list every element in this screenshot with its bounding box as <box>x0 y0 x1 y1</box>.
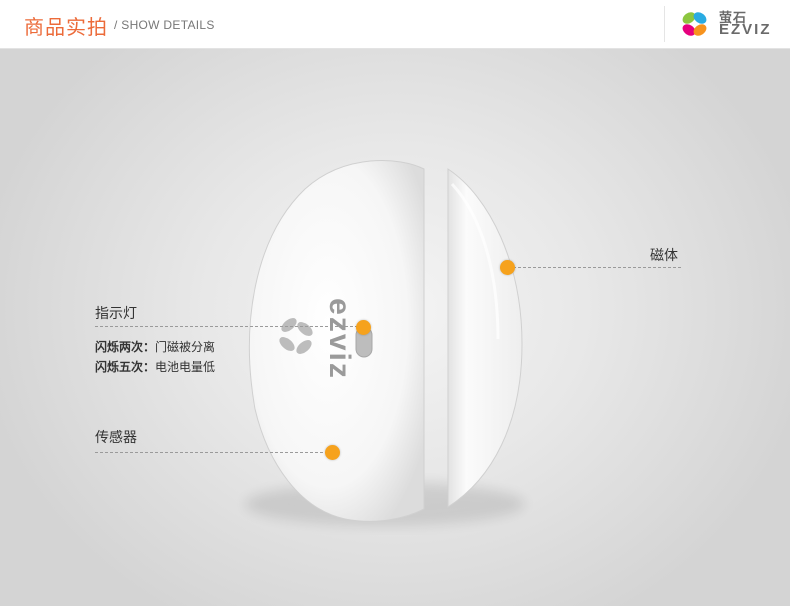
brand-name-cn: 萤石 <box>719 11 748 26</box>
section-subtitle: / SHOW DETAILS <box>114 18 215 32</box>
sensor-leader-line <box>95 452 333 453</box>
logo-divider <box>664 6 665 42</box>
indicator-leader-line <box>95 326 363 327</box>
magnet-leader-line <box>508 267 681 268</box>
indicator-callout-dot <box>356 320 371 335</box>
body-flower-icon <box>279 318 313 354</box>
sensor-label: 传感器 <box>95 430 137 446</box>
magnet-callout-dot <box>500 260 515 275</box>
sensor-callout-dot <box>325 445 340 460</box>
product-stage: ezviz 磁体 指示灯 闪烁两次：门磁被分离 闪烁五次：电池电量低 传感器 <box>0 49 790 606</box>
section-title: 商品实拍 <box>24 15 108 39</box>
header-bar: 商品实拍 / SHOW DETAILS 萤石 EZVIZ <box>0 0 790 49</box>
brand-name-en: EZVIZ <box>719 21 772 38</box>
magnet-label: 磁体 <box>650 248 678 264</box>
indicator-note-2: 闪烁五次：电池电量低 <box>95 360 216 374</box>
body-logo-text: ezviz <box>323 298 356 380</box>
door-sensor-image: ezviz <box>245 159 525 526</box>
indicator-note-1: 闪烁两次：门磁被分离 <box>95 340 216 354</box>
indicator-label: 指示灯 <box>95 306 137 322</box>
ezviz-flower-logo-icon <box>682 12 707 36</box>
